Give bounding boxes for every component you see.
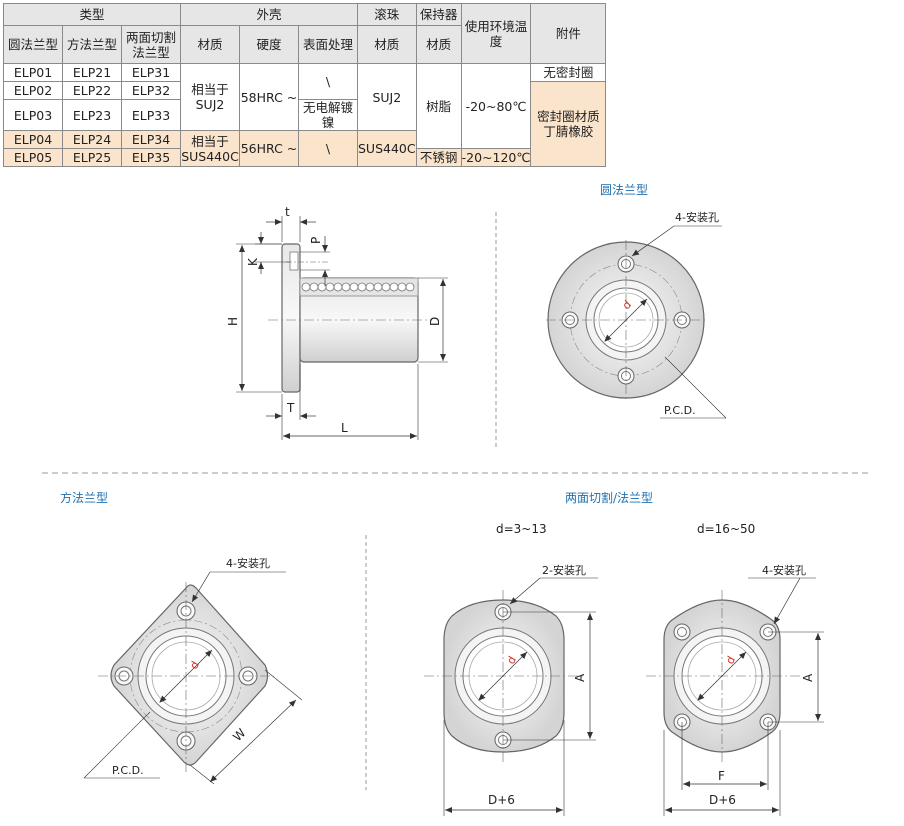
cell-r0-cut: ELP31 [121, 63, 181, 82]
cell-ret1: 树脂 [415, 63, 462, 149]
cell-r3-cut: ELP34 [121, 130, 181, 149]
cut-flange-large-drawing [646, 577, 824, 816]
label-holes2: 2-安装孔 [542, 563, 586, 577]
hdr-square: 方法兰型 [62, 25, 122, 64]
caption-square-flange: 方法兰型 [60, 491, 109, 505]
cell-r3-round: ELP04 [3, 130, 63, 149]
hdr-retainer-material: 材质 [415, 25, 462, 64]
hdr-retainer: 保持器 [415, 3, 462, 26]
label-P: P [309, 237, 323, 244]
cell-hard2: 56HRC ~ [239, 130, 299, 167]
cell-r1-square: ELP22 [62, 81, 122, 100]
label-holes4-cut: 4-安装孔 [762, 563, 806, 577]
caption-cut-flange: 两面切割/法兰型 [565, 491, 654, 505]
hdr-material: 材质 [180, 25, 240, 64]
cell-surf3: \ [298, 130, 358, 167]
label-K: K [246, 257, 260, 266]
cut-flange-small-drawing [424, 577, 598, 816]
round-flange-drawing [546, 225, 727, 419]
label-A-small: A [573, 673, 587, 682]
cell-temp1: -20~80℃ [460, 63, 532, 149]
hdr-round: 圆法兰型 [3, 25, 63, 64]
cell-mat1: 相当于SUJ2 [180, 63, 240, 131]
cell-acc2: 密封圈材质丁腈橡胶 [530, 81, 607, 167]
label-L: L [341, 421, 348, 435]
cell-r4-round: ELP05 [3, 148, 63, 167]
hdr-ball: 滚珠 [357, 3, 417, 26]
spec-table: 类型 外壳 滚珠 保持器 使用环境温度 附件 圆法兰型 方法兰型 两面切割法兰型… [3, 3, 607, 167]
cell-surf2: 无电解镀镍 [298, 99, 358, 131]
caption-d-small: d=3~13 [496, 522, 547, 536]
label-T: T [286, 401, 295, 415]
cell-r4-cut: ELP35 [121, 148, 181, 167]
hdr-surface: 表面处理 [298, 25, 358, 64]
label-F: F [718, 769, 725, 783]
hdr-hardness: 硬度 [239, 25, 299, 64]
label-pcd-round: P.C.D. [664, 404, 696, 417]
cell-temp2: -20~120℃ [460, 148, 532, 167]
hdr-accessory: 附件 [530, 3, 607, 64]
cell-mat2: 相当于SUS440C [180, 130, 240, 167]
cell-r4-square: ELP25 [62, 148, 122, 167]
hdr-cut: 两面切割法兰型 [121, 25, 181, 64]
label-D6-large: D+6 [709, 793, 736, 807]
square-flange-drawing [83, 571, 303, 785]
cell-r2-round: ELP03 [3, 99, 63, 131]
label-A-large: A [801, 673, 815, 682]
cell-r2-cut: ELP33 [121, 99, 181, 131]
cell-r0-square: ELP21 [62, 63, 122, 82]
hdr-type: 类型 [3, 3, 181, 26]
label-D: D [428, 317, 442, 326]
label-holes4-round: 4-安装孔 [675, 210, 719, 224]
cell-ball2: SUS440C [357, 130, 417, 167]
cell-ret2: 不锈钢 [415, 148, 462, 167]
label-W: W [230, 726, 248, 744]
label-D6-small: D+6 [488, 793, 515, 807]
label-t: t [285, 205, 290, 219]
label-pcd-square: P.C.D. [112, 764, 144, 777]
label-H: H [226, 317, 240, 326]
label-holes4-square: 4-安装孔 [226, 556, 270, 570]
hdr-shell: 外壳 [180, 3, 358, 26]
caption-d-large: d=16~50 [697, 522, 756, 536]
side-view-drawing [236, 216, 448, 440]
caption-round-flange: 圆法兰型 [600, 183, 649, 197]
